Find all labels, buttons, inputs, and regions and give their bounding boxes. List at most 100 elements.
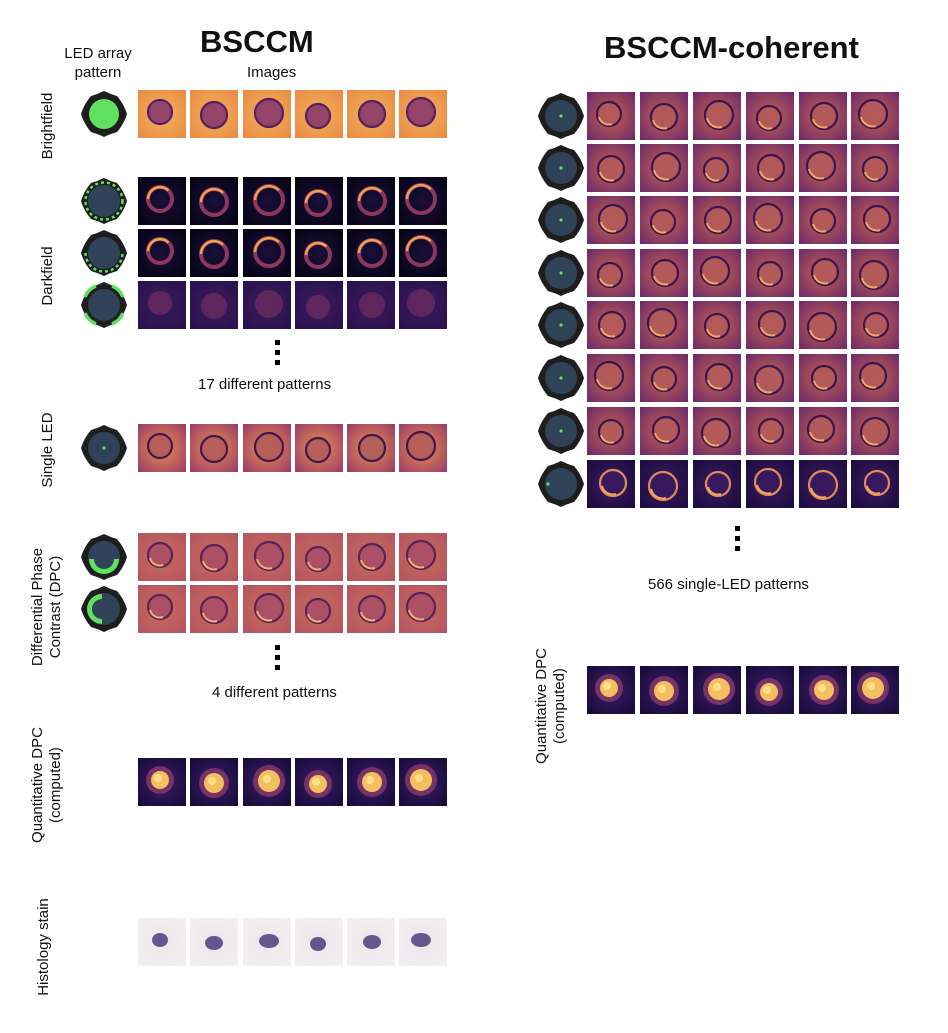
brightfield-tile-1 <box>138 90 186 138</box>
brightfield-tile-5 <box>347 90 395 138</box>
coherent-row-5-tile-5 <box>799 301 847 349</box>
histology-tile-1 <box>138 918 186 966</box>
coherent-row-7-tile-5 <box>799 407 847 455</box>
coherent-patterns-note: 566 single-LED patterns <box>648 576 809 593</box>
darkfield-3-tile-6 <box>399 281 447 329</box>
row-label-quantitative-dpc: Quantitative DPC (computed) <box>29 727 64 843</box>
quantitative-dpc-tile-2 <box>190 758 238 806</box>
histology-tile-6 <box>399 918 447 966</box>
coherent-row-7-tile-2 <box>640 407 688 455</box>
coherent-row-6-tile-3 <box>693 354 741 402</box>
coherent-row-5-tile-6 <box>851 301 899 349</box>
single-led-tile-4 <box>295 424 343 472</box>
coherent-row-7-tile-3 <box>693 407 741 455</box>
dpc-1-tile-6 <box>399 533 447 581</box>
single-led-tile-1 <box>138 424 186 472</box>
quantitative-dpc-tile-1 <box>138 758 186 806</box>
bsccm-coherent-title: BSCCM-coherent <box>604 30 859 65</box>
histology-tile-2 <box>190 918 238 966</box>
single-led-tile-5 <box>347 424 395 472</box>
coherent-row-4-tile-1 <box>587 249 635 297</box>
coherent-row-3-led-pattern-icon <box>538 197 584 243</box>
coherent-row-7-led-pattern-icon <box>538 408 584 454</box>
row-label-brightfield: Brightfield <box>39 92 56 160</box>
dpc-2-tile-1 <box>138 585 186 633</box>
brightfield-tile-2 <box>190 90 238 138</box>
coherent-row-3-tile-1 <box>587 196 635 244</box>
row-label-histology: Histology stain <box>35 898 52 996</box>
led-array-pattern-header: LED array pattern <box>64 45 132 81</box>
coherent-row-8-tile-3 <box>693 460 741 508</box>
coherent-row-1-tile-1 <box>587 92 635 140</box>
coherent-row-6-tile-2 <box>640 354 688 402</box>
darkfield-2-tile-1 <box>138 229 186 277</box>
coherent-row-1-tile-5 <box>799 92 847 140</box>
dpc-1-tile-3 <box>243 533 291 581</box>
dpc-2-led-pattern-icon <box>81 586 127 632</box>
coherent-row-1-tile-6 <box>851 92 899 140</box>
dpc-2-tile-3 <box>243 585 291 633</box>
right-row-label-quantitative-dpc: Quantitative DPC (computed) <box>533 648 568 764</box>
images-header: Images <box>247 64 297 81</box>
coherent-row-4-tile-5 <box>799 249 847 297</box>
coherent-row-8-tile-1 <box>587 460 635 508</box>
darkfield-patterns-note: 17 different patterns <box>198 376 332 393</box>
darkfield-3-tile-5 <box>347 281 395 329</box>
darkfield-3-led-pattern-icon <box>81 282 127 328</box>
coherent-row-5-tile-2 <box>640 301 688 349</box>
coherent-row-6-tile-1 <box>587 354 635 402</box>
darkfield-1-tile-2 <box>190 177 238 225</box>
darkfield-2-tile-2 <box>190 229 238 277</box>
dpc-1-tile-4 <box>295 533 343 581</box>
darkfield-2-tile-6 <box>399 229 447 277</box>
coherent-row-1-tile-3 <box>693 92 741 140</box>
quantitative-dpc-tile-3 <box>243 758 291 806</box>
brightfield-tile-3 <box>243 90 291 138</box>
coherent-row-6-tile-5 <box>799 354 847 402</box>
darkfield-2-tile-3 <box>243 229 291 277</box>
single-led-tile-6 <box>399 424 447 472</box>
dpc-1-tile-2 <box>190 533 238 581</box>
histology-tile-3 <box>243 918 291 966</box>
darkfield-ellipsis <box>275 340 281 370</box>
darkfield-1-tile-6 <box>399 177 447 225</box>
dpc-1-led-pattern-icon <box>81 534 127 580</box>
dpc-2-tile-6 <box>399 585 447 633</box>
histology-tile-5 <box>347 918 395 966</box>
coherent-qdpc-tile-5 <box>799 666 847 714</box>
coherent-row-3-tile-5 <box>799 196 847 244</box>
coherent-row-2-tile-4 <box>746 144 794 192</box>
coherent-row-8-tile-4 <box>746 460 794 508</box>
coherent-row-8-led-pattern-icon <box>538 461 584 507</box>
coherent-row-4-led-pattern-icon <box>538 250 584 296</box>
darkfield-3-tile-4 <box>295 281 343 329</box>
coherent-row-3-tile-3 <box>693 196 741 244</box>
coherent-row-4-tile-4 <box>746 249 794 297</box>
coherent-ellipsis <box>735 526 741 556</box>
darkfield-1-tile-1 <box>138 177 186 225</box>
bsccm-title: BSCCM <box>200 24 314 59</box>
single-led-led-pattern-icon <box>81 425 127 471</box>
row-label-dpc: Differential Phase Contrast (DPC) <box>29 547 64 667</box>
coherent-qdpc-tile-1 <box>587 666 635 714</box>
darkfield-2-tile-4 <box>295 229 343 277</box>
coherent-row-6-tile-6 <box>851 354 899 402</box>
dpc-2-tile-4 <box>295 585 343 633</box>
coherent-row-1-tile-2 <box>640 92 688 140</box>
coherent-qdpc-tile-6 <box>851 666 899 714</box>
brightfield-led-pattern-icon <box>81 91 127 137</box>
coherent-row-2-tile-5 <box>799 144 847 192</box>
row-label-darkfield: Darkfield <box>39 246 56 306</box>
dpc-2-tile-2 <box>190 585 238 633</box>
coherent-row-5-led-pattern-icon <box>538 302 584 348</box>
coherent-row-3-tile-6 <box>851 196 899 244</box>
single-led-tile-3 <box>243 424 291 472</box>
coherent-row-4-tile-2 <box>640 249 688 297</box>
dpc-2-tile-5 <box>347 585 395 633</box>
coherent-row-3-tile-4 <box>746 196 794 244</box>
single-led-tile-2 <box>190 424 238 472</box>
coherent-qdpc-tile-3 <box>693 666 741 714</box>
coherent-row-7-tile-4 <box>746 407 794 455</box>
coherent-row-2-tile-3 <box>693 144 741 192</box>
dpc-1-tile-1 <box>138 533 186 581</box>
